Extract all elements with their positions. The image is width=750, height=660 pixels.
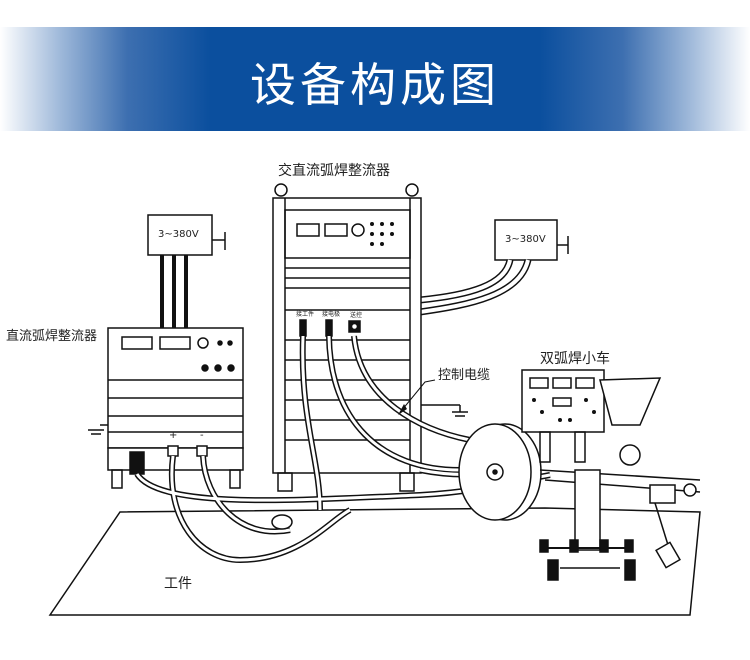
tractor-label: 双弧焊小车: [540, 351, 610, 367]
ac-dc-rectifier-label: 交直流弧焊整流器: [278, 163, 390, 179]
ground-clamp: [271, 514, 293, 530]
terminal-control-label: 送控: [350, 312, 363, 319]
control-cable-label: 控制电缆: [438, 368, 491, 383]
power-left-label: 3~380V: [158, 229, 199, 240]
wire-reel: [458, 423, 542, 521]
workpiece-plate: [48, 507, 701, 616]
title-banner: 设备构成图: [0, 27, 750, 131]
ground-icon: [88, 424, 108, 435]
power-right-label: 3~380V: [505, 234, 546, 245]
dc-rectifier-label: 直流弧焊整流器: [6, 329, 98, 344]
ground-icon: [420, 404, 468, 417]
control-cable-pointer: [401, 379, 436, 411]
terminal-electrode-label: 接电极: [322, 311, 341, 318]
workpiece-label: 工件: [164, 576, 192, 592]
terminal-workpiece-label: 接工件: [296, 311, 315, 318]
power-box-right: [419, 219, 569, 316]
dc-rectifier: [107, 327, 244, 489]
plus-terminal-label: +: [169, 430, 178, 441]
minus-terminal-label: -: [200, 430, 204, 441]
double-arc-tractor: [521, 369, 701, 581]
ac-dc-rectifier: [272, 183, 422, 492]
page-title: 设备构成图: [250, 58, 500, 112]
power-box-left: [147, 214, 226, 328]
